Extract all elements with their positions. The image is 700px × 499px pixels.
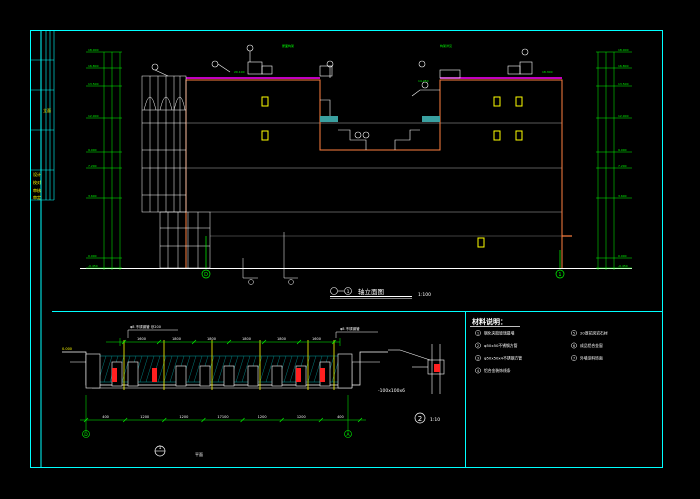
note-number-circle (475, 330, 481, 336)
dimension-label: 1600 (137, 337, 146, 341)
note-text: 20厚花岗岩石材 (580, 330, 608, 335)
level-label: 9.000 (618, 148, 627, 152)
title-block: 设计 校对 审核 审定 立面 (30, 30, 55, 468)
detail-plate-label: -100x100x6 (378, 388, 405, 394)
level-label: 16.800 (618, 64, 629, 68)
dimension-label: 1200 (179, 415, 188, 419)
level-label: 0.000 (88, 254, 97, 258)
dimension-label: 400 (102, 415, 109, 419)
level-label: 3.600 (88, 194, 97, 198)
note-number: 7 (573, 356, 575, 360)
window (515, 96, 523, 107)
plan-callout-sub: 平面 (195, 452, 203, 457)
note-number-circle (571, 355, 577, 361)
note-text: 铝合金装饰线条 (484, 368, 511, 373)
note-number-circle (475, 367, 481, 374)
section-axis-right: A (346, 432, 350, 438)
detail-number: 2 (418, 415, 422, 423)
svg-text:构架详见: 构架详见 (440, 43, 452, 48)
level-label: 7.200 (88, 164, 97, 168)
title-block-cell: 审核 (33, 187, 41, 193)
level-label: -0.450 (618, 264, 628, 268)
elevation-axis-left: D (204, 272, 208, 278)
level-label: 12.000 (618, 114, 629, 118)
dimension-label: 17100 (217, 415, 228, 419)
elevation-mid-axis: 1 (347, 289, 350, 295)
note-number: 6 (573, 344, 575, 348)
note-number: 5 (573, 331, 575, 335)
level-label: 3.600 (618, 194, 627, 198)
svg-text:0.000: 0.000 (62, 347, 72, 351)
dimension-label: 1600 (312, 337, 321, 341)
notes-title: 材料说明： (471, 317, 507, 326)
window (261, 130, 269, 141)
level-label: 9.000 (88, 148, 97, 152)
level-ruler-right (597, 52, 615, 270)
elevation-title-axis (330, 287, 338, 295)
window (493, 130, 501, 141)
dimension-label: 1200 (258, 415, 267, 419)
window (261, 96, 269, 107)
note-number-circle (475, 355, 481, 361)
dimension-label: 1800 (242, 337, 251, 341)
window (493, 96, 501, 107)
axis-marker (201, 236, 565, 279)
level-label: -0.450 (88, 264, 98, 268)
elevation-axis-right: 1 (558, 272, 561, 278)
note-number-circle (571, 342, 577, 349)
window (477, 237, 485, 248)
level-label: 7.200 (618, 164, 627, 168)
level-labels-left: 18.000 16.800 13.500 12.000 9.000 7.200 3.600 0… (86, 48, 122, 269)
level-labels-right: 18.000 16.800 13.500 12.000 9.000 7.200 3.600 0… (596, 48, 632, 269)
elevation-drawing: 屋面构架 20.100 构架详见 14.250 18.300 D 1 1 轴 (80, 43, 632, 299)
dimension-label: 1800 (172, 337, 181, 341)
note-text: 外墙涂料饰面 (580, 355, 603, 360)
elevation-title: 轴立面图 (358, 287, 384, 296)
detail-scale: 1:10 (430, 417, 440, 423)
svg-text:14.250: 14.250 (418, 79, 429, 83)
section-detail: 1600 1800 1800 1800 1800 1600 400 1200 1200 1710… (62, 324, 445, 457)
level-ruler-left (103, 52, 121, 270)
window (515, 130, 523, 141)
level-label: 12.000 (88, 114, 99, 118)
svg-text:18.300: 18.300 (542, 70, 553, 74)
level-label: 18.000 (88, 48, 99, 52)
level-label: 18.000 (618, 48, 629, 52)
curtain-wall (141, 75, 211, 269)
note-text: 成品铝合金窗 (580, 343, 603, 348)
note-number: 3 (477, 356, 479, 360)
svg-text:20.100: 20.100 (234, 70, 245, 74)
dimension-label: 400 (337, 415, 344, 419)
detail-number-circle (414, 412, 426, 424)
note-text: 钢化夹胶玻璃幕墙 (484, 330, 515, 335)
level-label: 16.800 (88, 64, 99, 68)
note-number: 2 (477, 344, 479, 348)
plan-callout-number: 1 (159, 445, 162, 451)
note-number: 4 (477, 369, 479, 373)
section-label-rail: φ8 不锈钢管 (340, 326, 360, 331)
elevation-scale: 1:100 (418, 292, 431, 298)
level-label: 0.000 (618, 254, 627, 258)
svg-text:屋面构架: 屋面构架 (282, 43, 294, 48)
title-block-cell: 校对 (33, 179, 41, 185)
outer-frame (30, 30, 663, 468)
note-number: 1 (477, 331, 479, 335)
note-number-circle (475, 342, 481, 349)
dimension-label: 1200 (140, 415, 149, 419)
dimension-label: 1200 (297, 415, 306, 419)
note-number-circle (571, 330, 577, 336)
title-block-cell: 审定 (33, 194, 41, 200)
section-label-steel: φ8 不锈钢管 @200 (130, 324, 161, 329)
section-axis-left: D (84, 432, 88, 438)
level-label: 13.500 (618, 82, 629, 86)
dimension-label: 1800 (207, 337, 216, 341)
note-text: φ50x50不锈钢方管 (484, 343, 518, 348)
note-text: φ50x50x4不锈钢方管 (484, 355, 522, 360)
title-block-project: 立面 (43, 107, 51, 113)
material-notes: 材料说明： 1 钢化夹胶玻璃幕墙 2 φ50x50不锈钢方管 3 φ50x50x4不锈钢方… (470, 317, 608, 374)
title-block-cell: 设计 (33, 171, 41, 177)
level-label: 13.500 (88, 82, 99, 86)
dimension-label: 1800 (277, 337, 286, 341)
